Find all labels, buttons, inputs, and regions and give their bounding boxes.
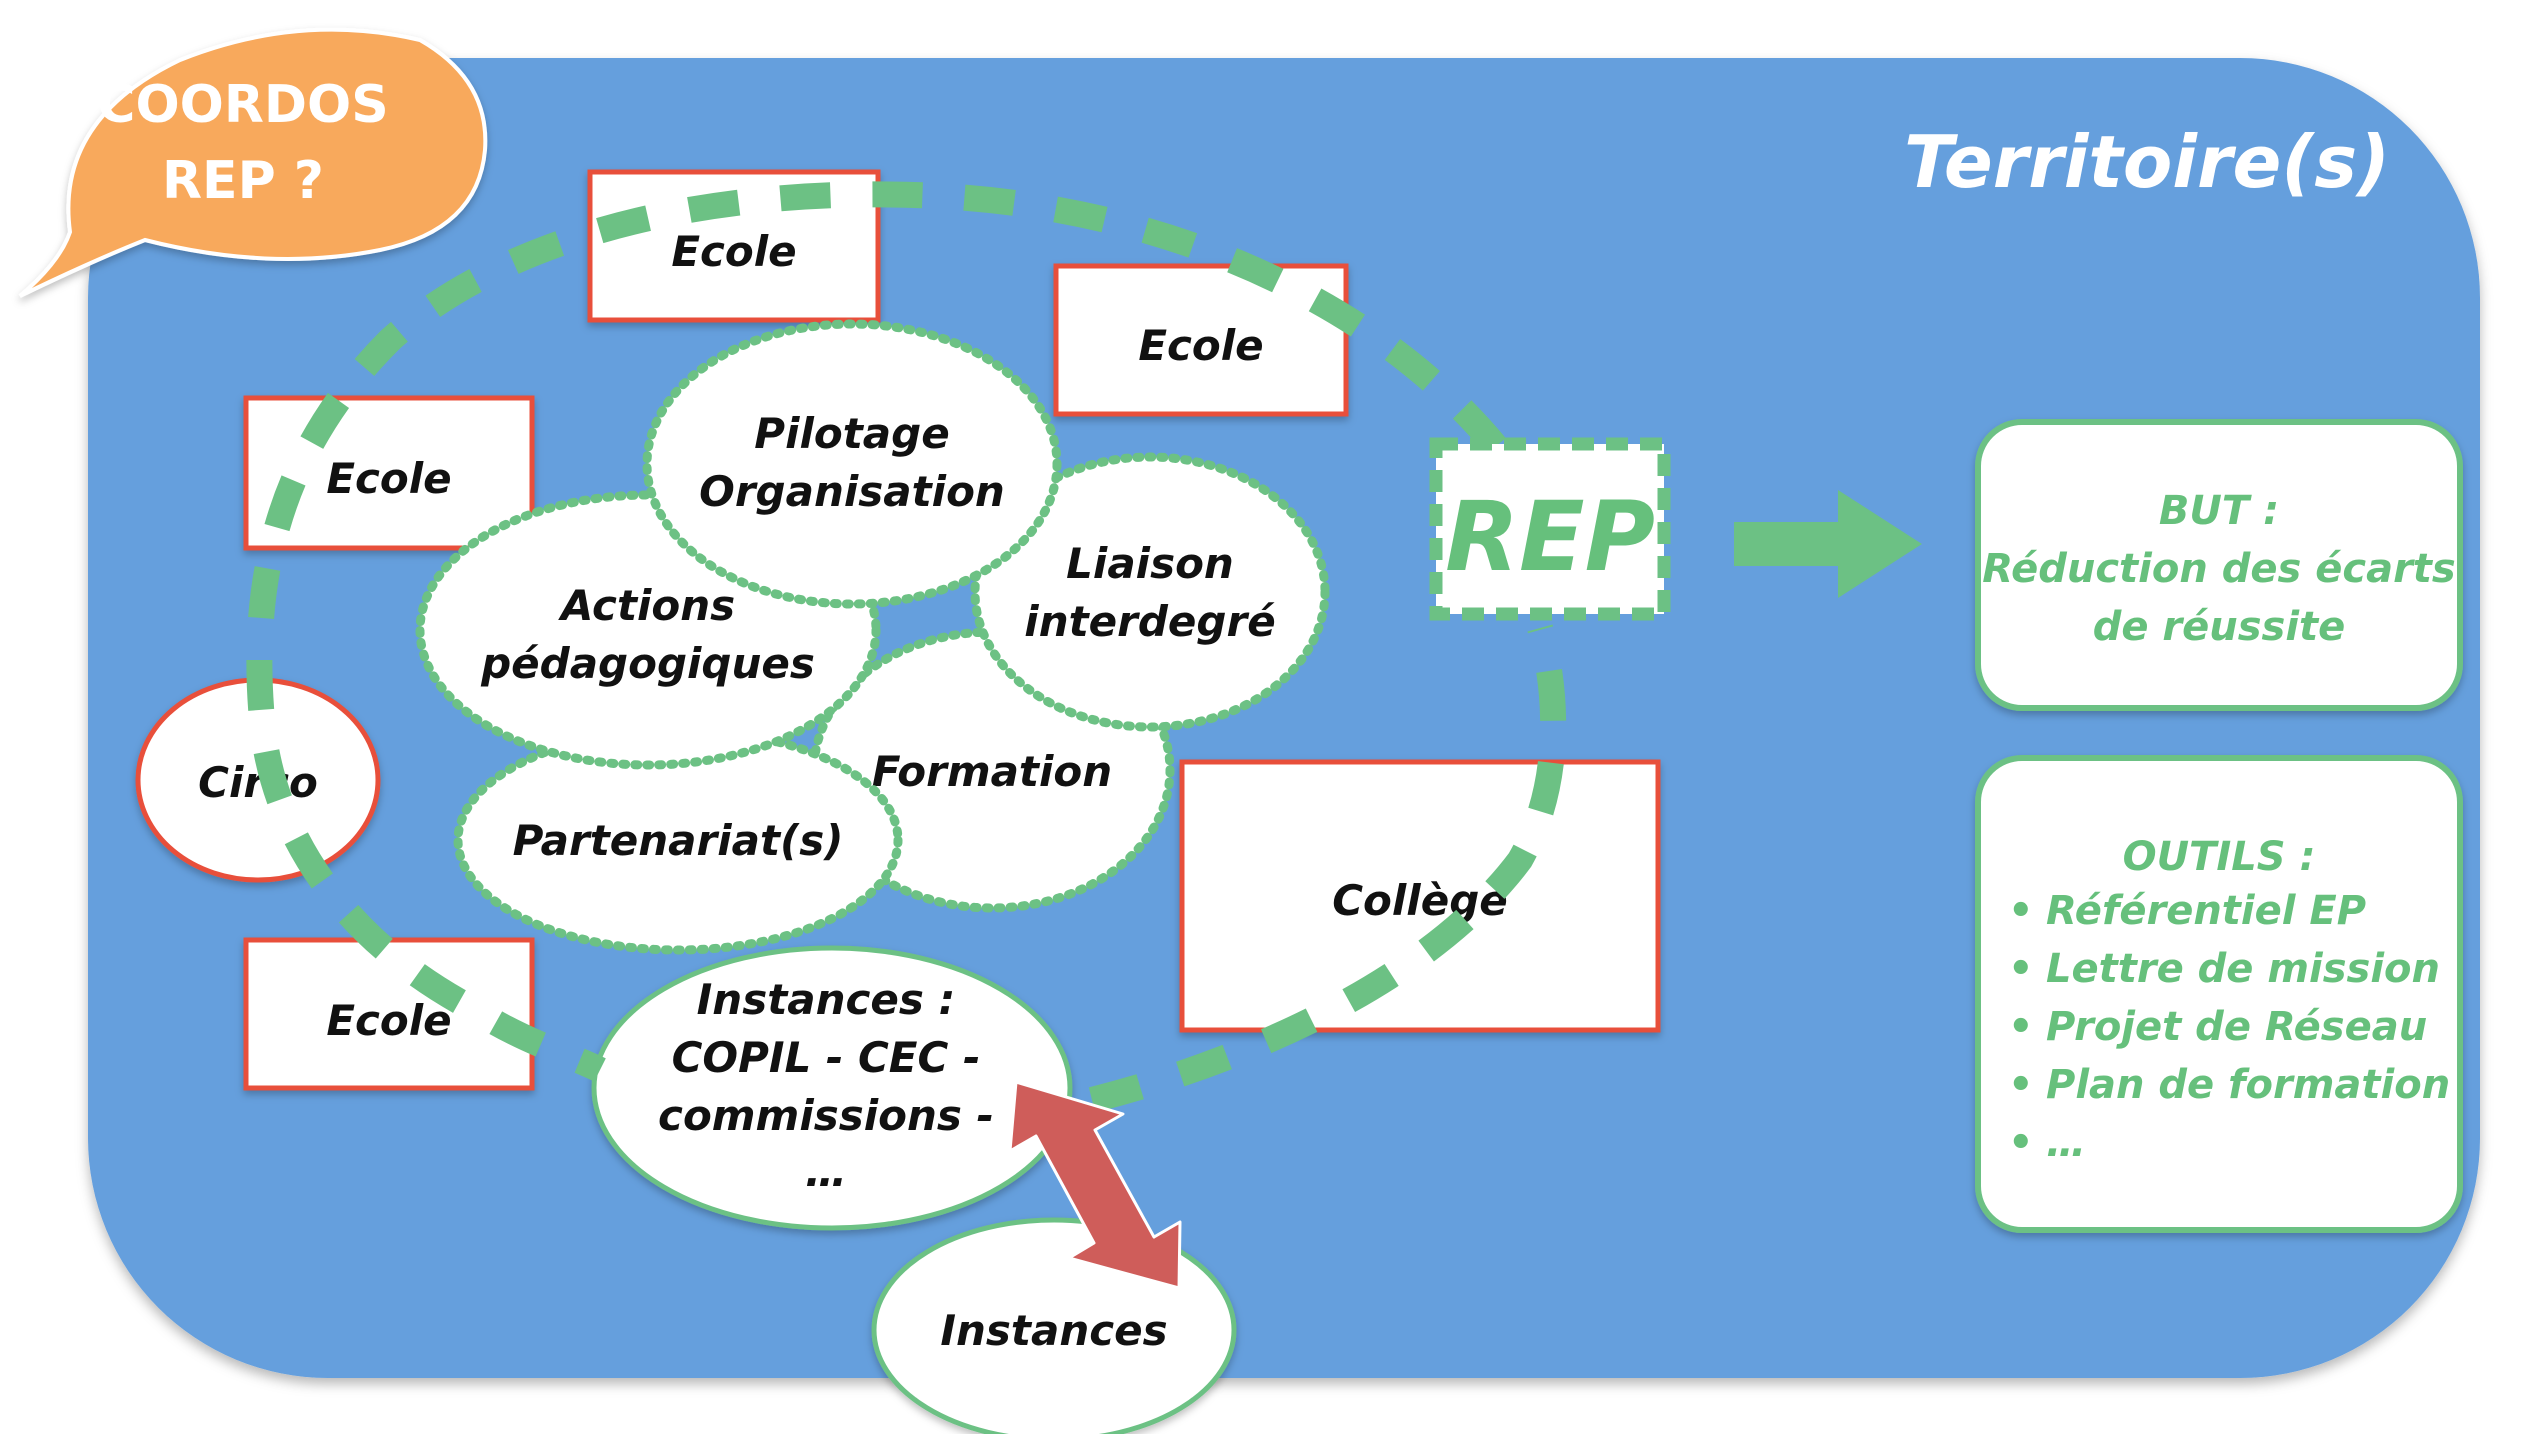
theme-partenariat: Partenariat(s) — [453, 725, 903, 955]
tools-item: Projet de Réseau — [2046, 1004, 2427, 1050]
svg-text:Ecole: Ecole — [326, 996, 451, 1045]
instances-internal: Instances : COPIL - CEC - commissions - … — [591, 945, 1073, 1231]
tools-bullet: • — [2008, 946, 2034, 992]
svg-text:Instances: Instances — [940, 1306, 1167, 1355]
theme-pilotage: Pilotage Organisation — [642, 319, 1062, 609]
goal-box: BUT : Réduction des écarts de réussite — [1975, 419, 2463, 711]
tools-item: Plan de formation — [2046, 1062, 2450, 1108]
svg-text:Formation: Formation — [872, 747, 1112, 796]
school-box-left: Ecole — [243, 395, 535, 551]
tools-bullet: • — [2008, 1062, 2034, 1108]
svg-text:Liaison: Liaison — [1066, 539, 1234, 588]
bubble-line-1: COORDOS — [97, 75, 388, 135]
theme-liaison: Liaison interdegré — [970, 452, 1330, 732]
svg-text:commissions -: commissions - — [658, 1091, 994, 1140]
svg-text:Partenariat(s): Partenariat(s) — [513, 816, 844, 865]
double-arrow-icon — [1008, 1080, 1182, 1290]
tools-bullet: • — [2008, 1120, 2034, 1166]
tools-bullet: • — [2008, 1004, 2034, 1050]
territory-title: Territoire(s) — [1904, 120, 2390, 204]
svg-text:Ecole: Ecole — [671, 227, 796, 276]
svg-text:Pilotage: Pilotage — [754, 409, 949, 458]
school-box-top-right: Ecole — [1053, 263, 1349, 417]
svg-text:pédagogiques: pédagogiques — [480, 639, 815, 688]
network-boundary-dashed — [246, 181, 1567, 1113]
svg-text:interdegré: interdegré — [1024, 597, 1275, 646]
school-box-bottom: Ecole — [243, 937, 535, 1091]
svg-text:…: … — [805, 1147, 847, 1196]
tools-box: OUTILS : • Référentiel EP • Lettre de mi… — [1975, 755, 2463, 1233]
tools-item: … — [2046, 1120, 2086, 1166]
bubble-line-2: REP ? — [162, 151, 324, 211]
tools-item: Référentiel EP — [2046, 888, 2366, 934]
rep-box: REP — [1429, 437, 1671, 621]
coordos-speech-bubble — [18, 27, 488, 298]
college-box: Collège — [1179, 759, 1661, 1033]
svg-text:OUTILS :: OUTILS : — [2123, 834, 2316, 880]
svg-text:Réduction des écarts: Réduction des écarts — [1982, 546, 2455, 592]
tools-item: Lettre de mission — [2046, 946, 2440, 992]
svg-text:Instances :: Instances : — [697, 975, 956, 1024]
svg-text:COPIL - CEC -: COPIL - CEC - — [672, 1033, 981, 1082]
svg-text:de réussite: de réussite — [2093, 604, 2346, 650]
tools-list: • Référentiel EP • Lettre de mission • P… — [2008, 888, 2450, 1166]
svg-text:Ecole: Ecole — [326, 454, 451, 503]
tools-bullet: • — [2008, 888, 2034, 934]
svg-text:Organisation: Organisation — [699, 467, 1005, 516]
circo-ellipse: Circo — [135, 677, 381, 883]
svg-text:REP: REP — [1445, 481, 1655, 593]
svg-text:Ecole: Ecole — [1138, 321, 1263, 370]
svg-text:Actions: Actions — [558, 581, 735, 630]
svg-text:Collège: Collège — [1332, 876, 1508, 925]
arrow-right-icon — [1734, 490, 1922, 598]
svg-text:BUT :: BUT : — [2159, 488, 2279, 534]
